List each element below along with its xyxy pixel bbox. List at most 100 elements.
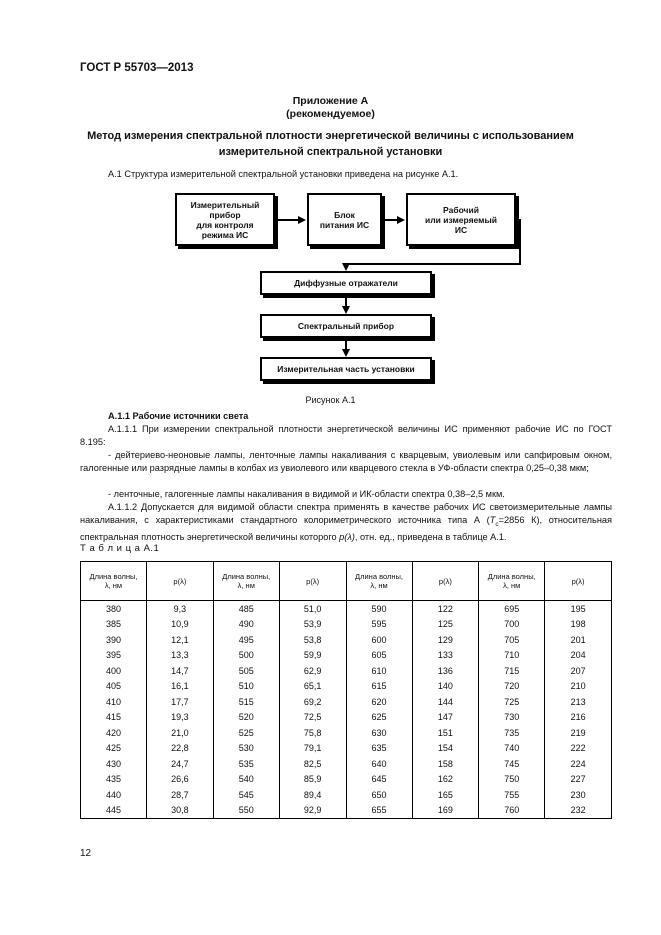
- header-wavelength: Длина волны,λ, нм: [80, 561, 147, 601]
- p-value-cell: 12,1: [145, 632, 214, 648]
- box-power-line2: питания ИС: [319, 219, 370, 230]
- document-code: ГОСТ Р 55703—2013: [80, 62, 194, 74]
- wavelength-cell: 700: [478, 616, 546, 632]
- header-wavelength: Длина волны,λ, нм: [212, 561, 280, 601]
- wavelength-cell: 380: [80, 600, 147, 617]
- header-wave-unit: λ, нм: [370, 581, 388, 590]
- p4-text-b: =2856 К), относительная спектральная пло…: [80, 515, 612, 542]
- table-header-row: Длина волны,λ, нм p(λ) Длина волны,λ, нм…: [80, 561, 612, 601]
- p-value-cell: 216: [544, 709, 612, 725]
- p-value-cell: 125: [411, 616, 480, 632]
- arrow-line-1: [277, 219, 300, 221]
- p-value-cell: 75,8: [278, 725, 347, 741]
- wavelength-cell: 720: [478, 678, 546, 694]
- header-p: p(λ): [278, 561, 347, 601]
- spectral-table: Длина волны,λ, нм p(λ) Длина волны,λ, нм…: [80, 561, 612, 819]
- p-value-cell: 22,8: [145, 740, 214, 756]
- box-source-line1: Рабочий: [443, 204, 479, 215]
- wavelength-cell: 645: [345, 771, 413, 787]
- box-control-line3: для контроля: [196, 219, 254, 230]
- section-heading: А.1.1 Рабочие источники света: [108, 411, 249, 421]
- p-value-cell: 65,1: [278, 678, 347, 694]
- p-value-cell: 219: [544, 725, 612, 741]
- wavelength-cell: 425: [80, 740, 147, 756]
- header-wave-unit: λ, нм: [503, 581, 521, 590]
- wavelength-cell: 550: [212, 802, 280, 819]
- p-value-cell: 16,1: [145, 678, 214, 694]
- wavelength-cell: 715: [478, 663, 546, 679]
- p-value-cell: 207: [544, 663, 612, 679]
- header-wave-unit: λ, нм: [104, 581, 123, 590]
- p-value-cell: 158: [411, 756, 480, 772]
- arrow-head-4: [342, 306, 350, 314]
- box-control-line1: Измерительный: [190, 199, 260, 210]
- p-value-cell: 147: [411, 709, 480, 725]
- p-value-cell: 82,5: [278, 756, 347, 772]
- arrow-head-3: [342, 263, 350, 271]
- p-value-cell: 53,9: [278, 616, 347, 632]
- wavelength-cell: 615: [345, 678, 413, 694]
- header-wave-label: Длина волны,: [222, 572, 271, 581]
- p-value-cell: 85,9: [278, 771, 347, 787]
- p-value-cell: 165: [411, 787, 480, 803]
- p-value-cell: 222: [544, 740, 612, 756]
- p-value-cell: 62,9: [278, 663, 347, 679]
- p-value-cell: 89,4: [278, 787, 347, 803]
- wavelength-cell: 430: [80, 756, 147, 772]
- p-value-cell: 198: [544, 616, 612, 632]
- p-value-cell: 26,6: [145, 771, 214, 787]
- wavelength-cell: 495: [212, 632, 280, 648]
- wavelength-cell: 600: [345, 632, 413, 648]
- wavelength-cell: 745: [478, 756, 546, 772]
- wavelength-cell: 540: [212, 771, 280, 787]
- p-value-cell: 224: [544, 756, 612, 772]
- wavelength-cell: 420: [80, 725, 147, 741]
- arrow-line-4: [345, 297, 347, 307]
- p4-temp-symbol: T: [489, 515, 496, 525]
- figure-caption: Рисунок А.1: [305, 395, 356, 405]
- p-value-cell: 10,9: [145, 616, 214, 632]
- wavelength-cell: 440: [80, 787, 147, 803]
- header-wave-label: Длина волны,: [487, 572, 536, 581]
- wavelength-cell: 510: [212, 678, 280, 694]
- paragraph-4: А.1.1.2 Допускается для видимой области …: [80, 501, 612, 544]
- p-value-cell: 19,3: [145, 709, 214, 725]
- wavelength-cell: 740: [478, 740, 546, 756]
- p-value-cell: 17,7: [145, 694, 214, 710]
- wavelength-cell: 530: [212, 740, 280, 756]
- header-p: p(λ): [411, 561, 480, 601]
- wavelength-cell: 710: [478, 647, 546, 663]
- p4-text-a: А.1.1.2 Допускается для видимой области …: [80, 502, 612, 525]
- header-wavelength: Длина волны,λ, нм: [345, 561, 413, 601]
- wavelength-cell: 725: [478, 694, 546, 710]
- p-value-cell: 201: [544, 632, 612, 648]
- wavelength-cell: 620: [345, 694, 413, 710]
- p-value-cell: 230: [544, 787, 612, 803]
- p-value-cell: 213: [544, 694, 612, 710]
- table-title: Т а б л и ц а А.1: [80, 543, 160, 554]
- arrow-head-5: [342, 349, 350, 357]
- box-spectral-device: Спектральный прибор: [260, 314, 432, 338]
- p-value-cell: 195: [544, 600, 612, 617]
- p-value-cell: 69,2: [278, 694, 347, 710]
- p-value-cell: 162: [411, 771, 480, 787]
- wavelength-cell: 590: [345, 600, 413, 617]
- p-value-cell: 136: [411, 663, 480, 679]
- box-source-line2: или измеряемый: [425, 214, 497, 225]
- wavelength-cell: 605: [345, 647, 413, 663]
- wavelength-cell: 515: [212, 694, 280, 710]
- annex-subtitle: (рекомендуемое): [286, 108, 375, 120]
- arrow-head-2: [397, 216, 405, 224]
- wavelength-cell: 750: [478, 771, 546, 787]
- p-value-cell: 129: [411, 632, 480, 648]
- p-value-cell: 92,9: [278, 802, 347, 819]
- p-value-cell: 9,3: [145, 600, 214, 617]
